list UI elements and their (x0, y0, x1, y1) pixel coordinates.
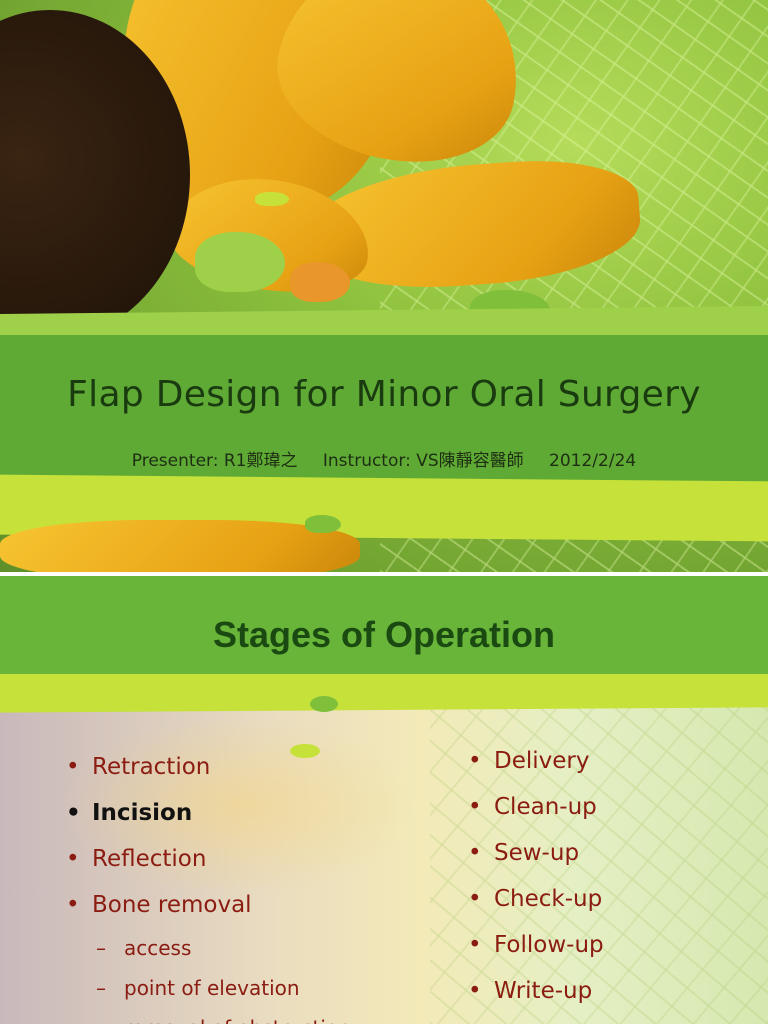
slide-subtitle: Presenter: R1鄭瑋之 Instructor: VS陳靜容醫師 201… (0, 446, 768, 471)
paint-blob (195, 232, 285, 292)
list-item: Follow-up (466, 922, 604, 968)
sub-list-item: point of elevation (64, 968, 351, 1008)
slide-divider (0, 572, 768, 576)
list-item: Reflection (64, 836, 351, 882)
instructor-text: Instructor: VS陳靜容醫師 (322, 451, 524, 471)
list-item: Incision (64, 790, 351, 836)
list-item: Bone removal (64, 882, 351, 928)
list-item: Clean-up (466, 784, 604, 830)
stages-slide: Stages of Operation Retraction Incision … (0, 576, 768, 1024)
paint-blob (310, 696, 338, 712)
sub-list-item: removal of obstruction (64, 1008, 351, 1024)
green-band (0, 335, 768, 495)
left-bullet-list: Retraction Incision Reflection Bone remo… (64, 744, 351, 1024)
list-item: Write-up (466, 968, 604, 1014)
list-item: Check-up (466, 876, 604, 922)
list-item: Retraction (64, 744, 351, 790)
paint-blob (305, 515, 341, 533)
green-band (0, 576, 768, 674)
slide-title: Flap Design for Minor Oral Surgery (67, 374, 701, 415)
presenter-text: Presenter: R1鄭瑋之 (131, 451, 298, 471)
sub-list-item: access (64, 928, 351, 968)
list-item: Delivery (466, 738, 604, 784)
sunflower-petal (0, 520, 360, 572)
right-bullet-list: Delivery Clean-up Sew-up Check-up Follow… (466, 738, 604, 1014)
paint-blob (290, 262, 350, 302)
slide-title: Stages of Operation (212, 614, 556, 655)
paint-blob (255, 192, 289, 206)
date-text: 2012/2/24 (549, 451, 637, 471)
title-slide: Flap Design for Minor Oral Surgery Prese… (0, 0, 768, 572)
list-item: Sew-up (466, 830, 604, 876)
